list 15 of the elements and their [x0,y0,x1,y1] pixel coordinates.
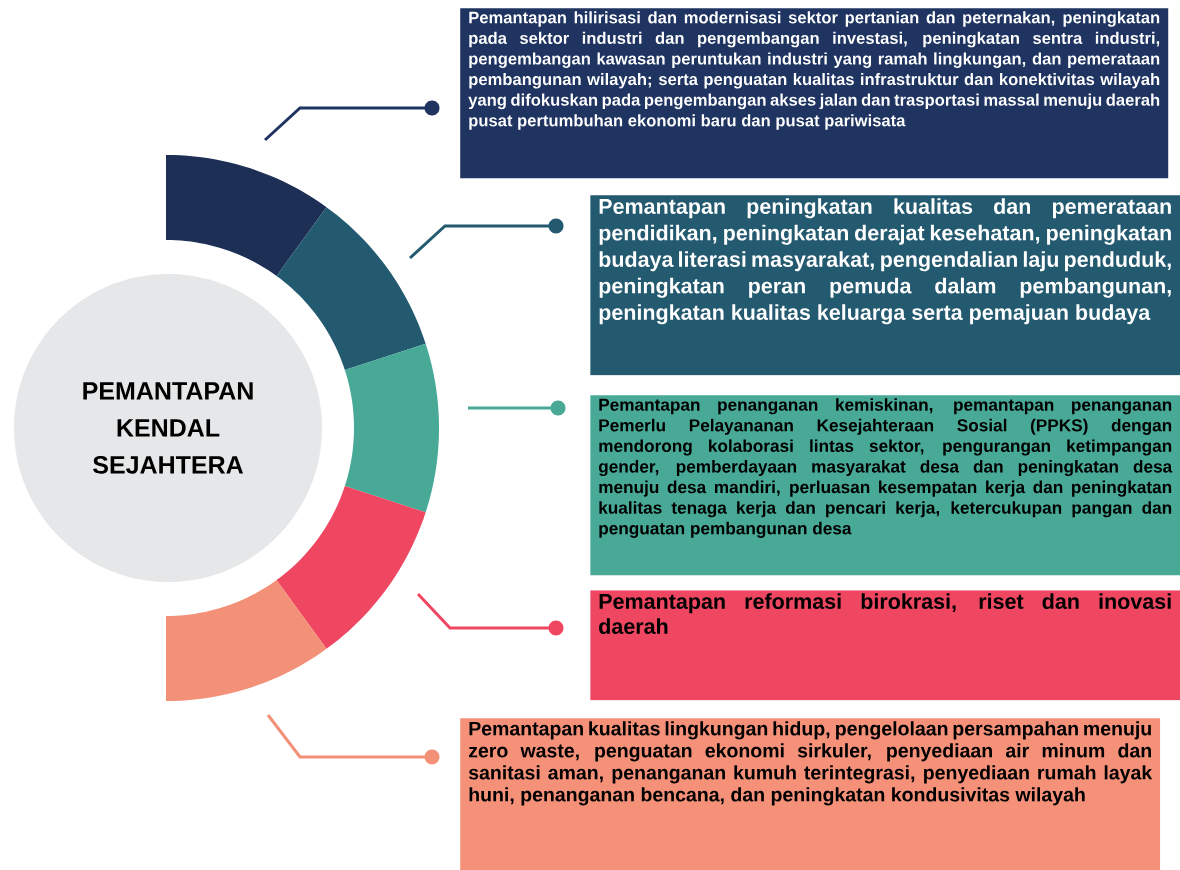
text-box: Pemantapan reformasi birokrasi, riset dan inovasi daerah [590,590,1180,701]
leader-line [264,100,440,142]
ring-segment [276,207,426,370]
ring-segment [166,580,327,701]
leader-line [468,400,566,416]
text-box: Pemantapan hilirisasi dan modernisasi sektor pertanian dan peternakan, peningkatan pada sektor industri dan pengembangan investasi, peningkatan sentra industri, pengembangan kawasan peruntukan industri yang ramah lingkungan, dan pemerataan pembangunan wilayah; serta penguatan kualitas infrastruktur dan konektivitas wilayah yang difokuskan pada pengembangan akses jalan dan trasportasi massal menuju daerah pusat pertumbuhan ekonomi baru dan pusat pariwisata [460,8,1169,179]
leader-line [266,714,440,765]
text-box: Pemantapan peningkatan kualitas dan pemerataan pendidikan, peningkatan derajat kesehatan, peningkatan budaya literasi masyarakat, pengendalian laju penduduk, peningkatan peran pemuda dalam pembangunan, peningkatan kualitas keluarga serta pemajuan budaya [590,195,1180,376]
ring-segment [344,343,439,513]
ring-segment [276,486,426,649]
text-box: Pemantapan penanganan kemiskinan, pemantapan penanganan Pemerlu Pelayananan Kesejahteraan Sosial (PPKS) dengan mendorong kolaborasi lintas sektor, pengurangan ketimpangan gender, pemberdayaan masyarakat desa dan peningkatan desa menuju desa mandiri, perluasan kesempatan kerja dan peningkatan kualitas tenaga kerja dan pencari kerja, ketercukupan pangan dan penguatan pembangunan desa [590,395,1180,576]
leader-line [416,593,564,636]
leader-line [409,218,564,260]
ring-segment [166,155,327,276]
text-box: Pemantapan kualitas lingkungan hidup, pengelolaan persampahan menuju zero waste, penguatan ekonomi sirkuler, penyediaan air minum dan sanitasi aman, penanganan kumuh terintegrasi, penyediaan rumah layak huni, penanganan bencana, dan peningkatan kondusivitas wilayah [460,718,1161,870]
